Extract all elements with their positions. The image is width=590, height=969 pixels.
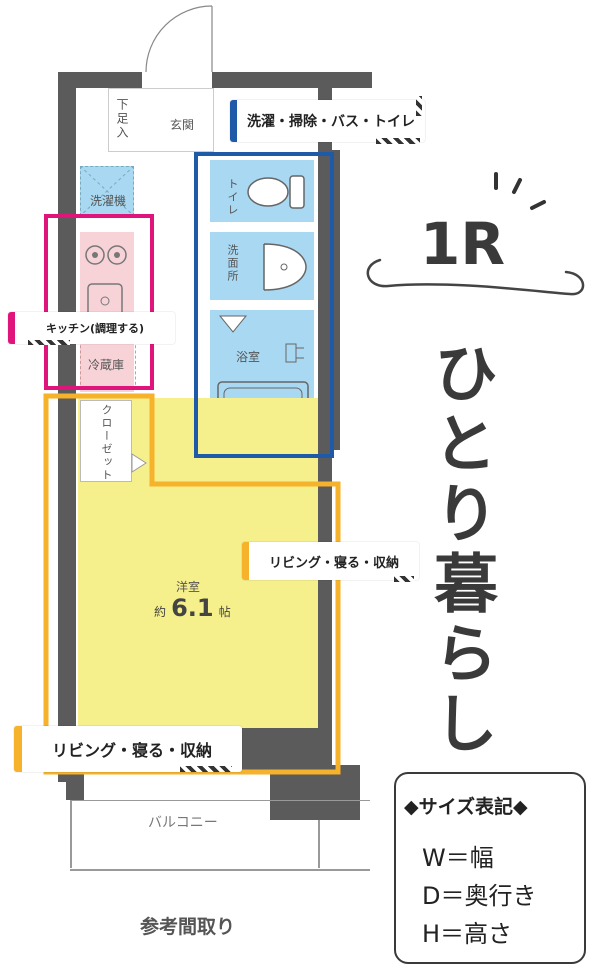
closet-door-triangle xyxy=(131,453,147,473)
layout-title: 1R xyxy=(420,210,506,278)
getabako-label: 下足入 xyxy=(115,98,129,140)
wall-top-left xyxy=(58,72,142,88)
closet-label: クローゼット xyxy=(100,404,113,482)
legend-d: D＝奥行き xyxy=(422,882,537,910)
size-prefix: 約 xyxy=(154,605,167,619)
wall-left xyxy=(58,72,76,782)
bath-label: 浴室 xyxy=(236,350,261,364)
wall-bottom-left xyxy=(66,770,84,800)
size-legend-box: ◆サイズ表記◆ W＝幅 D＝奥行き H＝高さ xyxy=(394,772,586,964)
blue-frame xyxy=(194,152,334,458)
washer-label: 洗濯機 xyxy=(90,194,127,208)
reference-caption: 参考間取り xyxy=(140,916,236,938)
washer-cross xyxy=(80,166,134,216)
western-room-label: 洋室 xyxy=(176,580,201,594)
size-unit: 帖 xyxy=(218,605,231,619)
tag-living-1-stripe xyxy=(394,576,414,582)
title-swash xyxy=(366,258,585,296)
toilet-icon xyxy=(247,175,305,209)
balcony-label: バルコニー xyxy=(148,815,218,831)
wall-top-right xyxy=(212,72,372,88)
toilet-label: トイレ xyxy=(226,178,239,217)
genkan-label: 玄関 xyxy=(170,118,195,132)
legend-h: H＝高さ xyxy=(422,920,513,948)
balcony-area xyxy=(70,800,370,871)
shower-icon xyxy=(285,343,304,363)
tag-kitchen-stripe xyxy=(28,340,70,345)
genkan-floor xyxy=(108,88,214,152)
tag-living-2-stripe xyxy=(180,766,232,772)
orange-frame xyxy=(43,393,341,775)
tag-living-1: リビング・寝る・収納 xyxy=(242,542,419,580)
washbasin-icon xyxy=(263,243,307,291)
stove-icon xyxy=(85,245,127,265)
tag-laundry-stripe-top xyxy=(416,96,422,116)
tag-laundry: 洗濯・掃除・バス・トイレ xyxy=(230,100,425,142)
closet xyxy=(80,400,132,482)
tag-kitchen: キッチン(調理する) xyxy=(8,312,175,344)
floor-plan: 下足入 玄関 洗濯機 冷蔵庫 トイレ 洗面所 浴室 xyxy=(8,5,422,938)
western-room-size: 約 6.1 帖 xyxy=(154,594,231,622)
balcony-rail-left xyxy=(70,800,72,868)
sparkle-lines xyxy=(494,172,546,210)
balcony-rail-mid xyxy=(318,820,320,868)
bath-door-triangle xyxy=(218,315,248,333)
legend-heading: ◆サイズ表記◆ xyxy=(404,796,528,818)
tag-laundry-stripe xyxy=(376,138,420,144)
legend-w: W＝幅 xyxy=(422,844,494,872)
vertical-title: ひとり暮らし xyxy=(423,340,497,760)
tag-living-2: リビング・寝る・収納 xyxy=(14,726,242,772)
entry-door-swing xyxy=(145,5,213,73)
washroom-label: 洗面所 xyxy=(226,244,239,283)
size-value: 6.1 xyxy=(171,594,214,622)
fridge-label: 冷蔵庫 xyxy=(88,358,125,372)
pink-frame xyxy=(44,214,154,390)
wall-bath-right xyxy=(318,150,340,450)
